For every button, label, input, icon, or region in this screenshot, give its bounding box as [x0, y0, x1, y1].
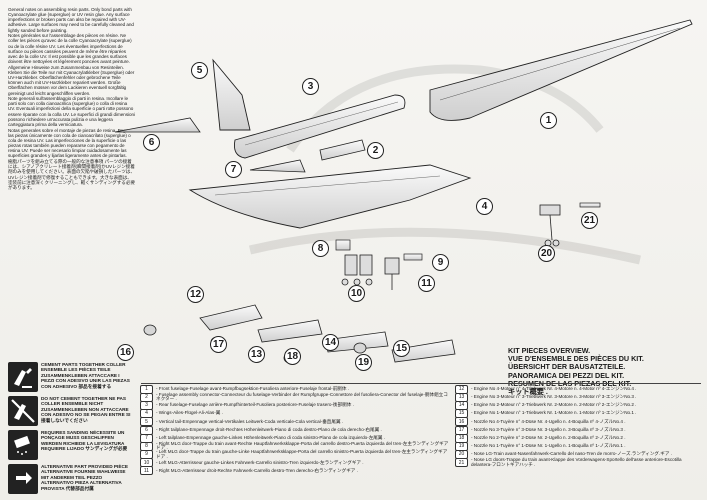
legend-text: - Vertical tail-Empennage vertical-Verti…	[156, 418, 344, 424]
legend-item: 5- Vertical tail-Empennage vertical-Vert…	[140, 417, 450, 427]
legend-number: 16	[455, 417, 468, 427]
callout-11: 11	[418, 275, 435, 292]
legend-divider	[141, 383, 701, 384]
legend-item: 15- Engine No 1-Moteur n° 1-Triebwerk Nr…	[455, 409, 703, 419]
warning-cement-text: CEMENT PARTS TOGETHER COLLER ENSEMBLE LE…	[41, 362, 130, 389]
legend-text: - Fuselage assembly connector-Connecteur…	[156, 391, 448, 402]
callout-15: 15	[393, 340, 410, 357]
kit-title-fr: VUE D'ENSEMBLE DES PIÈCES DU KIT.	[508, 354, 644, 364]
legend-text: - Nozzle No 1-Tuyère n° 1-Düse Nr. 1-Uge…	[471, 443, 626, 449]
note-en: General notes on assembling resin parts.…	[8, 7, 134, 33]
legend-item: 14- Engine No 2-Moteur n° 2-Triebwerk Nr…	[455, 400, 703, 410]
legend-text: - Front fuselage-Fuselage avant-Rumpfbug…	[156, 385, 350, 391]
legend-item: 2- Fuselage assembly connector-Connecteu…	[140, 391, 450, 402]
legend-item: 3- Rear fuselage-Fuselage arrière-Rumpfh…	[140, 400, 450, 410]
legend-item: 4- Wings-Ailes-Flügel-Ali-Alas-翼 .	[140, 409, 450, 419]
callout-8: 8	[312, 240, 329, 257]
legend-text: - Nozzle No 4-Tuyère n° 4-Düse Nr. 4-Uge…	[471, 418, 626, 424]
callout-18: 18	[284, 348, 301, 365]
exploded-parts-drawing	[114, 19, 693, 364]
callout-20: 20	[538, 245, 555, 262]
note-ja: 樹脂パーツを組み立てる際の一般的な注意事項 パーツの接着には、シアノアクリレート…	[8, 159, 135, 190]
legend-text: - Left tailplane-Empennage gauche-Linkes…	[156, 434, 386, 440]
legend-text: - Engine No 4-Moteur n° 4-Triebwerk Nr. …	[471, 385, 637, 391]
kit-title-it: PANORAMICA DEI PEZZI DEL KIT.	[508, 370, 625, 380]
sanding-icon	[8, 430, 38, 460]
kit-title-de: ÜBERSICHT DER BAUSATZTEILE.	[508, 362, 626, 372]
legend-text: - Engine No 2-Moteur n° 2-Triebwerk Nr. …	[471, 402, 637, 408]
callout-10: 10	[348, 285, 365, 302]
callout-7: 7	[225, 161, 242, 178]
legend-text: - Engine No 3-Moteur n° 3-Triebwerk Nr. …	[471, 394, 637, 399]
legend-item: 9- Left MLG door-Trappe du train gauche-…	[140, 449, 450, 460]
warning-no-cement: DO NOT CEMENT TOGETHER NE PAS COLLER ENS…	[8, 396, 133, 426]
warning-sanding: REQUIRES SANDING NÉCESSITE UN PONÇAGE MU…	[8, 430, 133, 460]
note-es: Notas generales sobre el montaje de piez…	[8, 127, 131, 159]
legend-text: - Right tailplane-Empennage droit-Rechte…	[156, 426, 382, 432]
warning-alternative: ALTERNATIVE PART PROVIDED PIÈCE ALTERNAT…	[8, 464, 133, 494]
legend-text: - Rear fuselage-Fuselage arrière-Rumpfhi…	[156, 402, 354, 408]
callout-3: 3	[302, 78, 319, 95]
warning-no-cement-text: DO NOT CEMENT TOGETHER NE PAS COLLER ENS…	[41, 396, 131, 423]
legend-number: 5	[140, 417, 153, 427]
legend-text: - Wings-Ailes-Flügel-Ali-Alas-翼 .	[156, 410, 223, 416]
callout-13: 13	[248, 346, 265, 363]
callout-2: 2	[367, 142, 384, 159]
note-de: Allgemeine Hinweise zum Zusammenbau von …	[8, 64, 135, 96]
warning-alternative-text: ALTERNATIVE PART PROVIDED PIÈCE ALTERNAT…	[41, 464, 128, 491]
callout-19: 19	[355, 354, 372, 371]
legend-item: 16- Nozzle No 4-Tuyère n° 4-Düse Nr. 4-U…	[455, 417, 703, 427]
parts-legend-right: 12- Engine No 4-Moteur n° 4-Triebwerk Nr…	[455, 384, 703, 468]
legend-item: 12- Engine No 4-Moteur n° 4-Triebwerk Nr…	[455, 384, 703, 394]
legend-number: 21	[455, 458, 468, 468]
legend-text: - Right MLG door-Trappe du train avant-R…	[156, 440, 449, 451]
legend-item: 19- Nozzle No 1-Tuyère n° 1-Düse Nr. 1-U…	[455, 441, 703, 451]
watermark	[248, 64, 641, 265]
legend-text: - Engine No 1-Moteur n° 1-Triebwerk Nr. …	[471, 410, 637, 416]
no-cement-icon	[8, 396, 38, 426]
legend-item: 21- Nose LG doors-Trappe du train avant-…	[455, 457, 703, 468]
kit-title-ja: キット概要 .	[508, 387, 548, 397]
callout-16: 16	[117, 344, 134, 361]
legend-text: - Right MLG-Atterrisseur droit-Rechte Fa…	[156, 467, 358, 473]
legend-item: 13- Engine No 3-Moteur n° 3-Triebwerk Nr…	[455, 392, 703, 402]
note-fr: Notes générales sur l'assemblage des piè…	[8, 33, 132, 65]
legend-number: 11	[140, 466, 153, 476]
legend-item: 10- Left MLG-Atterrisseur gauche-Linkes …	[140, 458, 450, 468]
legend-text: - Nose LG-Train avant-Nasenfahrwerk-Carr…	[471, 451, 673, 457]
legend-item: 11- Right MLG-Atterrisseur droit-Rechte …	[140, 466, 450, 476]
parts-legend-left: 1- Front fuselage-Fuselage avant-Rumpfbu…	[140, 384, 450, 476]
note-it: Note generali sull'assemblaggio di parti…	[8, 96, 136, 127]
legend-text: - Left MLG door-Trappe du train gauche-L…	[156, 449, 448, 459]
callout-1: 1	[540, 112, 557, 129]
callout-12: 12	[187, 286, 204, 303]
callout-21: 21	[581, 212, 598, 229]
legend-text: - Nose LG doors-Trappe du train avant-Kl…	[471, 457, 682, 467]
alternative-part-icon	[8, 464, 38, 494]
kit-title-en: KIT PIECES OVERVIEW.	[508, 346, 591, 355]
assembly-notes: General notes on assembling resin parts.…	[8, 7, 135, 190]
callout-17: 17	[210, 336, 227, 353]
warning-cement: CEMENT PARTS TOGETHER COLLER ENSEMBLE LE…	[8, 362, 133, 392]
cement-icon	[8, 362, 38, 392]
legend-item: 17- Nozzle No 3-Tuyère n° 3-Düse Nr. 3-U…	[455, 425, 703, 435]
callout-6: 6	[143, 134, 160, 151]
warning-sanding-text: REQUIRES SANDING NÉCESSITE UN PONÇAGE MU…	[41, 430, 128, 452]
callout-9: 9	[432, 254, 449, 271]
callout-4: 4	[476, 198, 493, 215]
callout-14: 14	[322, 334, 339, 351]
callout-5: 5	[191, 62, 208, 79]
legend-text: - Left MLG-Atterrisseur gauche-Linkes Fa…	[156, 459, 364, 465]
legend-item: 6- Right tailplane-Empennage droit-Recht…	[140, 425, 450, 435]
legend-text: - Nozzle No 2-Tuyère n° 2-Düse Nr. 2-Uge…	[471, 434, 626, 440]
legend-text: - Nozzle No 3-Tuyère n° 3-Düse Nr. 3-Uge…	[471, 426, 626, 432]
legend-item: 18- Nozzle No 2-Tuyère n° 2-Düse Nr. 2-U…	[455, 433, 703, 443]
